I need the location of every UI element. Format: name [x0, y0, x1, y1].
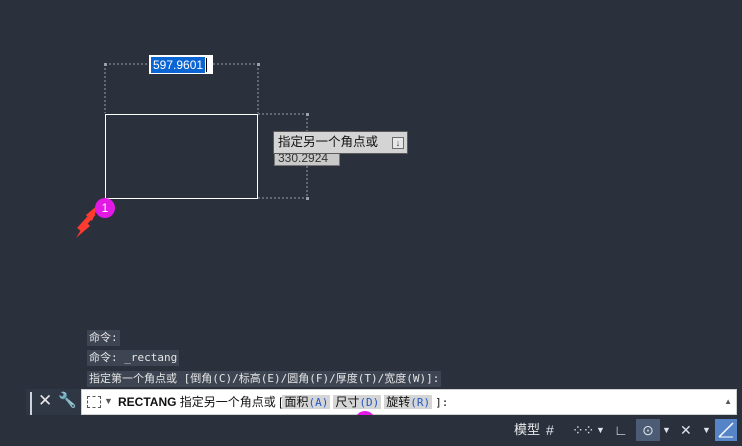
dynamic-input-tooltip: 指定另一个角点或 ↓	[273, 131, 408, 154]
rectangle-preview	[105, 114, 258, 199]
command-prompt-text: 指定另一个角点或 [	[179, 395, 283, 409]
step-badge-1: 1	[95, 198, 115, 218]
command-line-toolbar	[26, 389, 81, 415]
status-bar	[0, 415, 742, 445]
dimension-input-width[interactable]: 597.9601	[149, 55, 213, 74]
drag-grip-icon[interactable]	[30, 392, 36, 428]
snap-dropdown-icon[interactable]: ▼	[596, 425, 605, 435]
command-line[interactable]: ▼ RECTANG 指定另一个角点或 [面积(A)尺寸(D)旋转(R)]: ▲	[81, 389, 737, 415]
option-rotation[interactable]: 旋转(R)	[384, 395, 433, 409]
ortho-icon[interactable]: ∟	[614, 422, 628, 438]
chevron-down-icon[interactable]: ▼	[104, 396, 113, 406]
object-snap-icon[interactable]: ✕	[680, 422, 692, 438]
osnap-dropdown-icon[interactable]: ▼	[702, 425, 711, 435]
wrench-icon[interactable]: 🔧	[58, 392, 77, 409]
dimension-input-value: 597.9601	[151, 57, 206, 73]
polar-dropdown-icon[interactable]: ▼	[662, 425, 671, 435]
down-arrow-icon[interactable]: ↓	[392, 137, 404, 149]
dynamic-input-icon[interactable]	[715, 419, 737, 441]
dimension-input-height[interactable]: 330.2924	[274, 150, 340, 166]
command-suffix: ]:	[435, 396, 449, 409]
history-line-2: 命令: _rectang	[87, 350, 180, 366]
command-name: RECTANG	[118, 395, 177, 409]
polar-tracking-icon[interactable]: ⊙	[636, 419, 660, 441]
tooltip-text: 指定另一个角点或	[278, 135, 379, 149]
history-line-3: 指定第一个角点或 [倒角(C)/标高(E)/圆角(F)/厚度(T)/宽度(W)]…	[87, 371, 442, 387]
command-prompt: RECTANG 指定另一个角点或 [面积(A)尺寸(D)旋转(R)]:	[118, 394, 448, 411]
model-tab[interactable]: 模型	[514, 422, 541, 437]
close-icon[interactable]: ✕	[38, 391, 53, 410]
option-dimensions[interactable]: 尺寸(D)	[333, 395, 382, 409]
snap-dots-icon[interactable]: ⁘⁘	[572, 422, 594, 438]
history-scroll-up-icon[interactable]: ▲	[724, 397, 732, 406]
drawing-canvas[interactable]	[0, 0, 742, 330]
option-area[interactable]: 面积(A)	[282, 395, 331, 409]
grid-icon[interactable]: #	[546, 422, 554, 438]
history-line-1: 命令:	[87, 330, 120, 346]
rectangle-command-icon[interactable]	[87, 396, 101, 408]
